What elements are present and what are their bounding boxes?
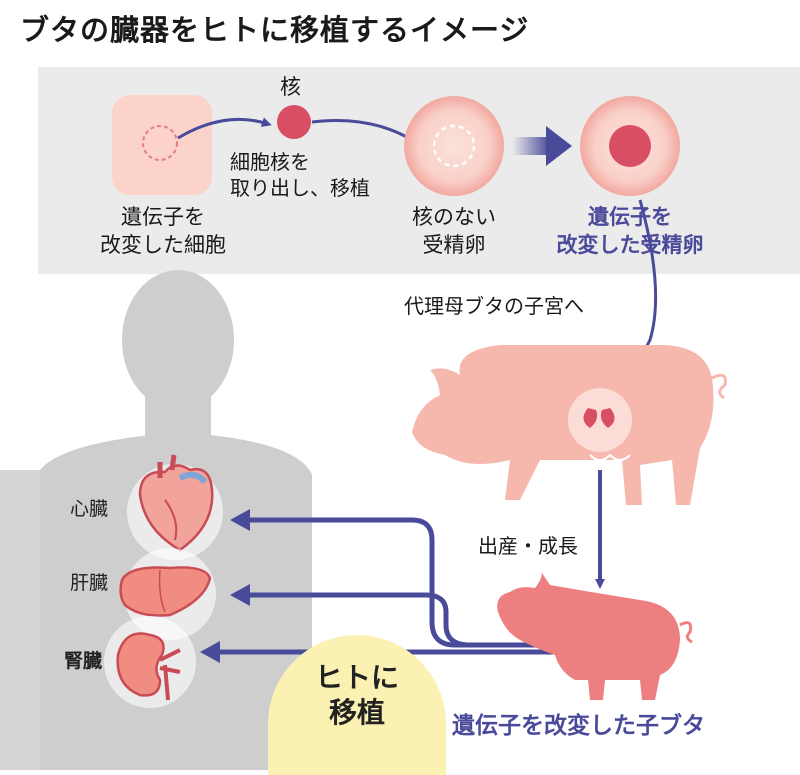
heart-arrow — [230, 509, 540, 648]
transfer-arrow — [311, 119, 416, 143]
big-arrow-head — [546, 126, 572, 166]
cell2-label-line2: 受精卵 — [422, 233, 486, 257]
heart-organ — [127, 454, 223, 560]
transplant-badge — [268, 635, 446, 775]
extract-arrow — [177, 117, 272, 140]
liver-label: 肝臓 — [70, 572, 109, 594]
transplant-badge-text: ヒトに 移植 — [268, 660, 446, 730]
cell3-label-line2: 改変した受精卵 — [556, 233, 704, 257]
page-title: ブタの臓器をヒトに移植するイメージ — [20, 13, 530, 47]
cell1-label-line1: 遺伝子を — [121, 205, 205, 229]
piglet-label: 遺伝子を改変した子ブタ — [452, 713, 705, 739]
liver-arrow — [230, 584, 540, 648]
transplant-line2: 移植 — [328, 696, 385, 729]
cell1-label-line2: 改変した細胞 — [100, 233, 226, 257]
kidney-organ — [104, 616, 196, 708]
cell-nucleus-outline — [142, 125, 178, 161]
nucleus-label: 核 — [280, 75, 301, 99]
cell2-label-line1: 核のない — [412, 205, 496, 229]
nucleus — [277, 105, 311, 139]
enucleated-egg — [404, 96, 504, 196]
empty-nucleus-outline — [432, 124, 476, 168]
piglet — [497, 570, 693, 700]
surrogate-label: 代理母ブタの子宮へ — [404, 294, 584, 318]
kidney-label: 腎臓 — [64, 650, 103, 672]
modified-cell — [112, 95, 212, 195]
birth-label: 出産・成長 — [478, 534, 578, 558]
heart-label: 心臓 — [70, 498, 109, 520]
big-arrow-shaft — [512, 137, 550, 155]
step-label-line1: 細胞核を — [230, 150, 310, 174]
step-label-line2: 取り出し、移植 — [230, 176, 370, 200]
cell3-label-line1: 遺伝子を — [588, 205, 672, 229]
transplant-line1: ヒトに — [314, 661, 399, 694]
egg-nucleus — [609, 125, 651, 167]
surrogate-pig — [412, 345, 727, 505]
